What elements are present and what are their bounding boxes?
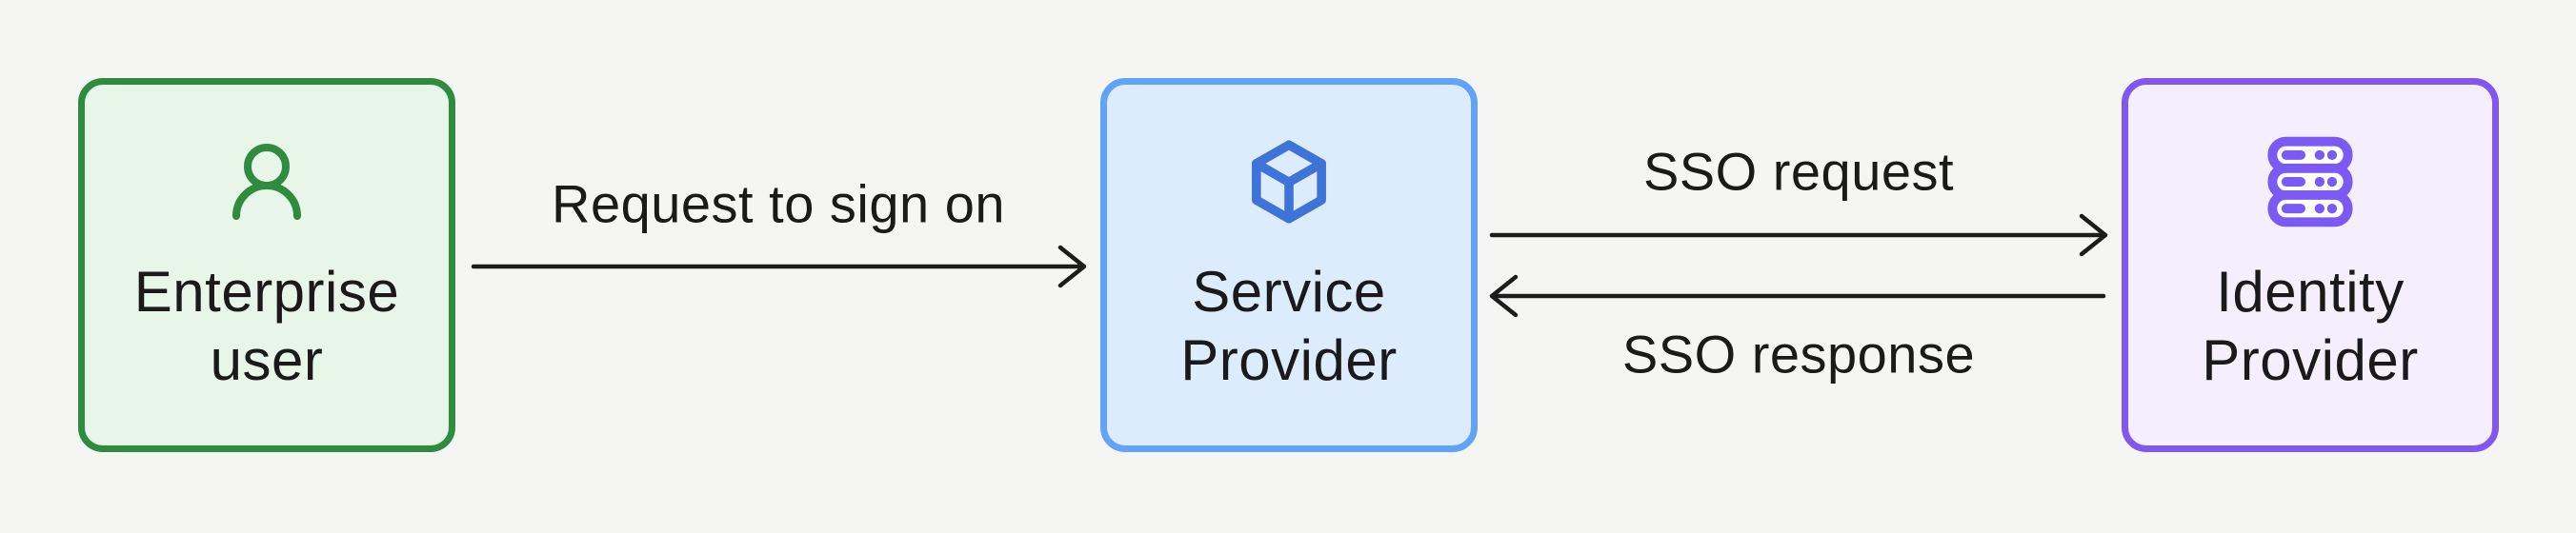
node-service-provider: Service Provider xyxy=(1100,78,1478,452)
node-label-line: Service xyxy=(1192,260,1386,324)
node-identity-provider: Identity Provider xyxy=(2122,78,2499,452)
edge-label-sso-request: SSO request xyxy=(1642,141,1955,202)
cube-icon xyxy=(1241,140,1337,224)
node-label-line: Provider xyxy=(2202,328,2419,392)
node-label-service-provider: Service Provider xyxy=(1180,258,1397,395)
arrow-sso-response xyxy=(1489,274,2106,318)
node-label-line: Identity xyxy=(2216,260,2405,324)
node-label-line: Provider xyxy=(1180,328,1398,392)
node-enterprise-user: Enterprise user xyxy=(78,78,455,452)
arrow-sso-request xyxy=(1489,213,2108,257)
node-label-line: Enterprise xyxy=(133,260,400,324)
user-icon xyxy=(221,140,312,224)
edge-label-request-to-sign-on: Request to sign on xyxy=(552,173,1005,234)
edge-label-sso-response: SSO response xyxy=(1621,324,1976,385)
node-label-identity-provider: Identity Provider xyxy=(2202,258,2418,395)
node-label-enterprise-user: Enterprise user xyxy=(134,258,399,395)
node-label-line: user xyxy=(210,328,324,392)
arrow-request-to-sign-on xyxy=(471,245,1087,288)
server-stack-icon xyxy=(2259,136,2362,227)
